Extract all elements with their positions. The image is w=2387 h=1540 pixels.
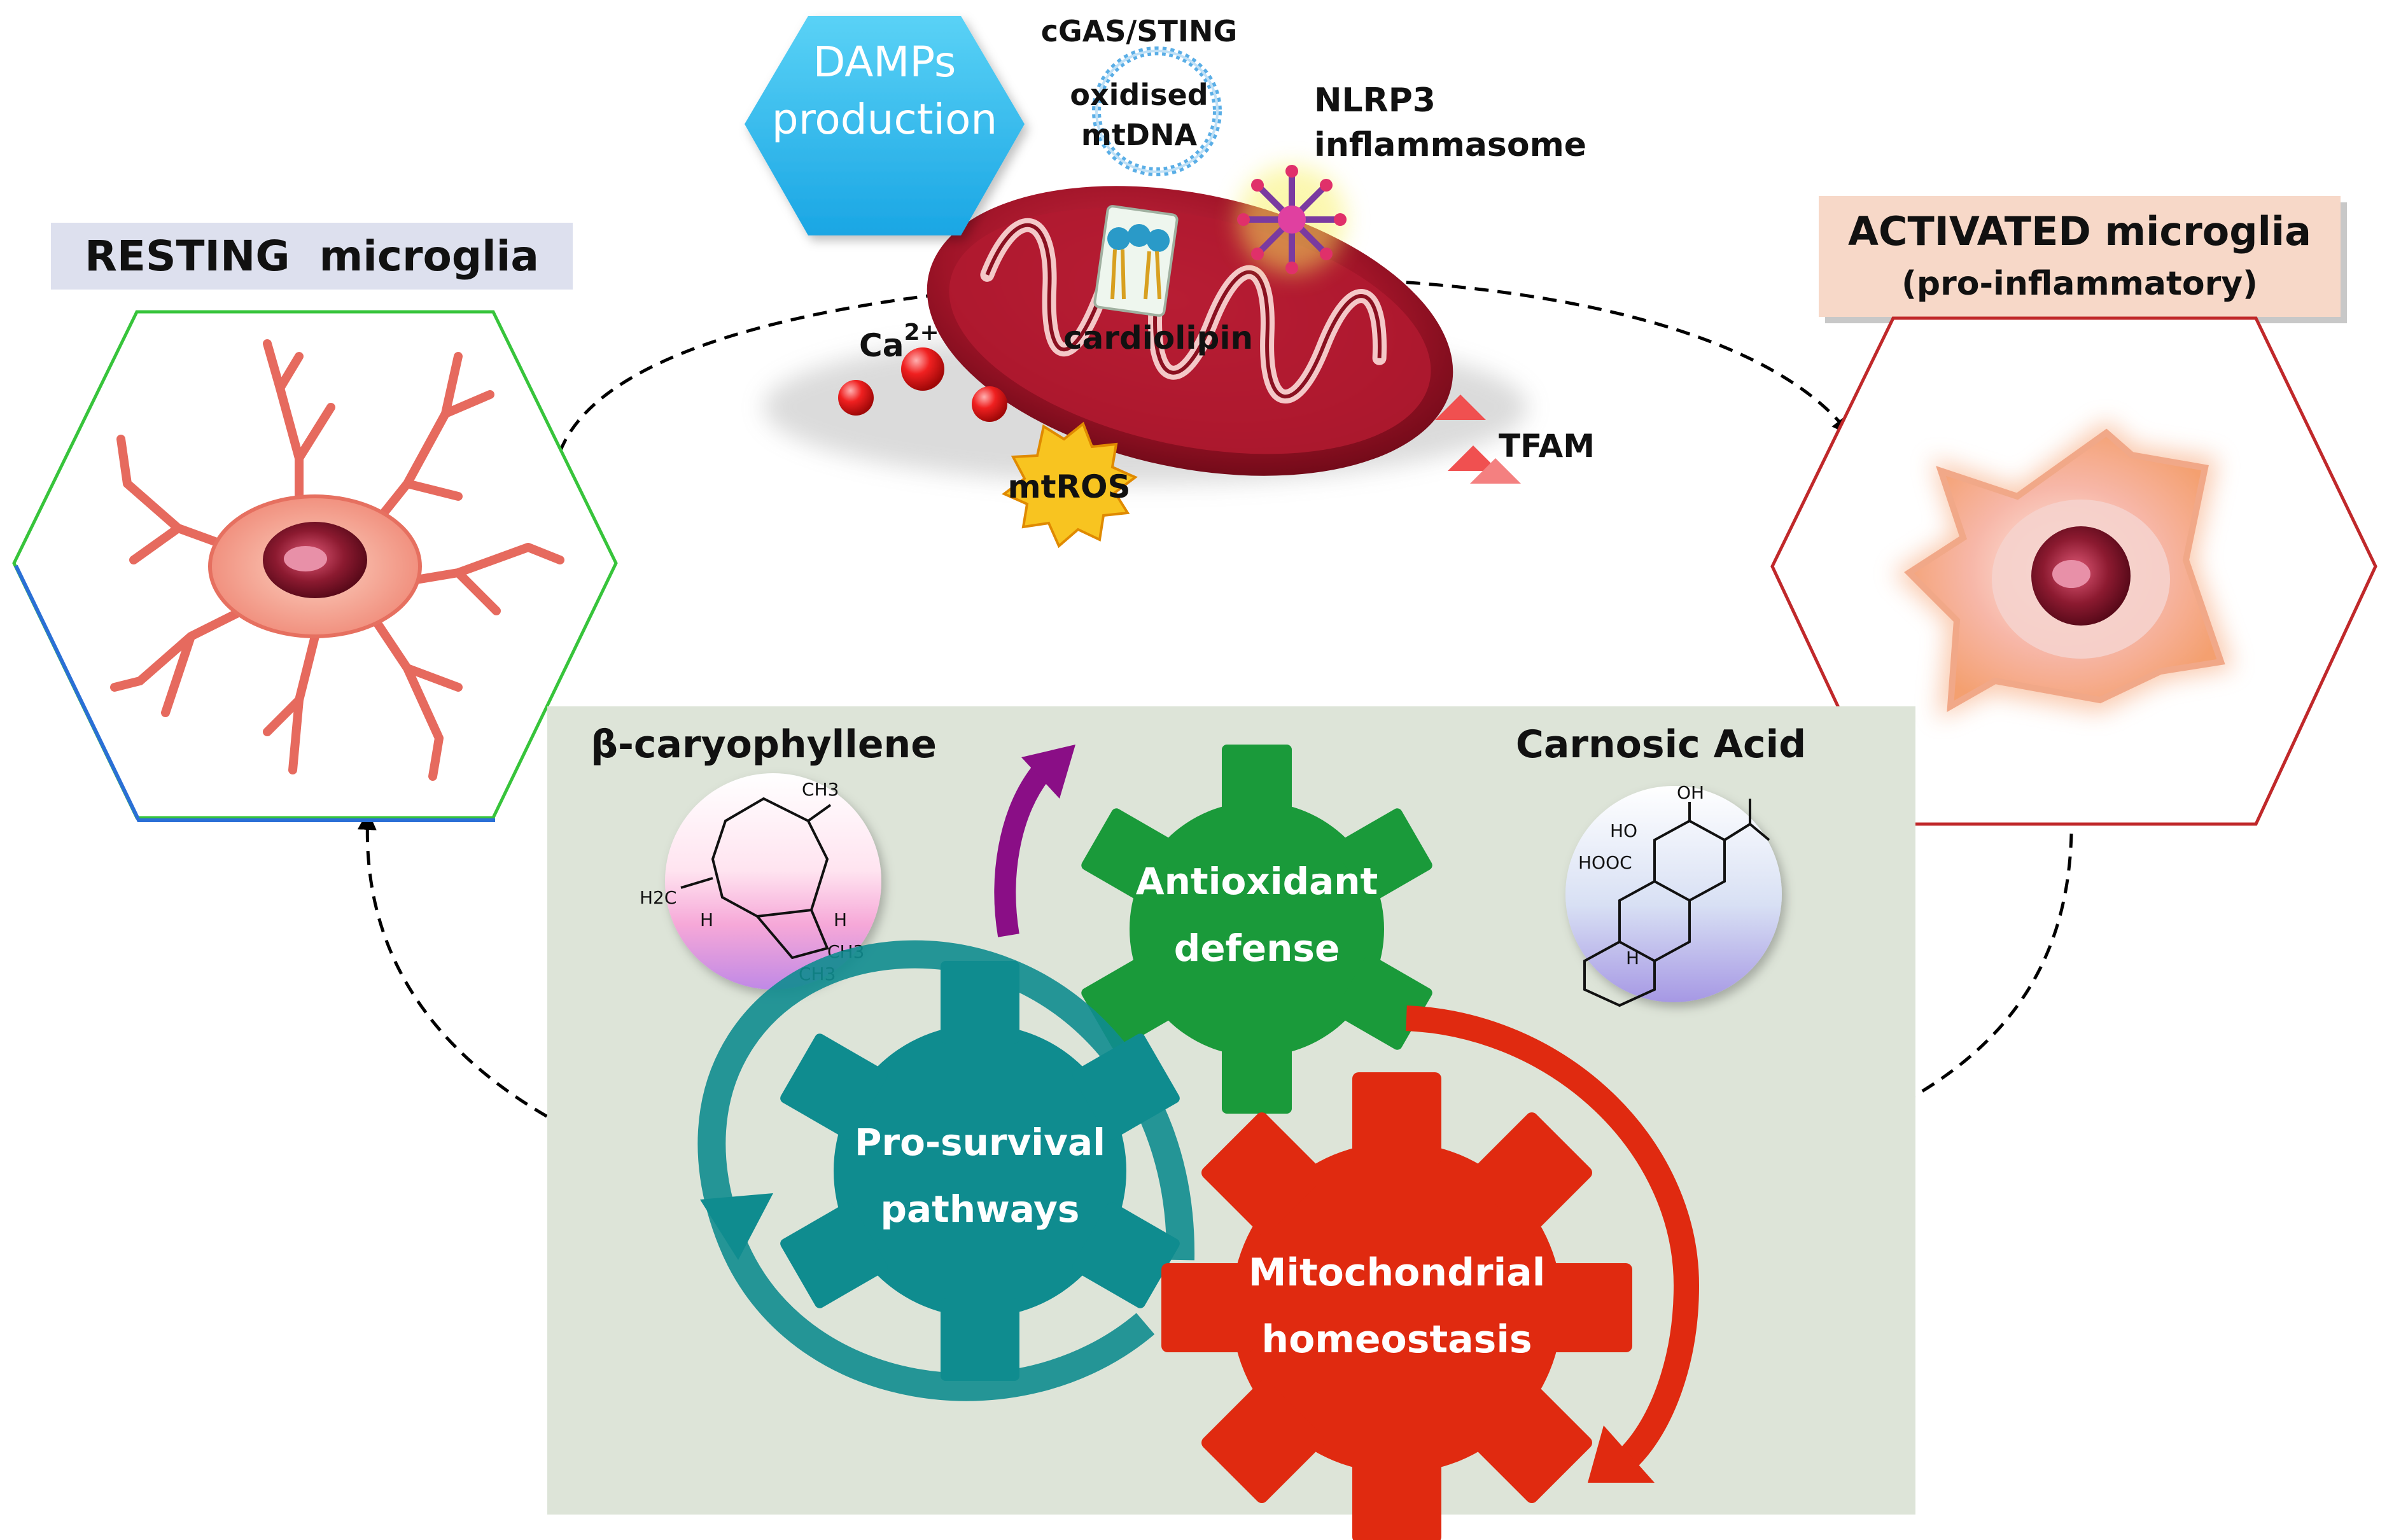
inflammasome-icon: [1237, 165, 1347, 274]
bcp-structure: [680, 797, 832, 960]
calcium-ion: [838, 380, 874, 416]
activated-label-box: [1819, 196, 2341, 317]
activated-sublabel: (pro-inflammatory): [1901, 265, 2258, 303]
damps-label-line2: production: [772, 95, 997, 144]
damps-hexagon: [745, 16, 1025, 235]
tfam-triangle-icon: [1435, 395, 1486, 420]
nlrp3-label-line1: NLRP3: [1314, 81, 1436, 120]
tfam-triangle-icon: [1448, 445, 1499, 471]
ca-sphere: [1565, 786, 1782, 1002]
gear-mito: [1161, 1072, 1632, 1540]
cardiolipin-box: [1093, 205, 1179, 317]
cardiolipin-label: cardiolipin: [1063, 319, 1253, 356]
ca-name: Carnosic Acid: [1516, 722, 1806, 767]
bcp-ch3-top: CH3: [802, 779, 839, 800]
purple-curved-arrow: [994, 766, 1049, 937]
bcp-h2c: H2C: [640, 887, 676, 908]
gear-mito-line2: homeostasis: [1261, 1317, 1532, 1362]
gear-antioxidant: [1081, 745, 1432, 1114]
purple-arrow-head: [1021, 745, 1075, 799]
gear-antioxidant-line2: defense: [1174, 927, 1340, 970]
gear-antioxidant-line1: Antioxidant: [1136, 860, 1378, 903]
resting-hexagon-shadow: [14, 564, 495, 822]
teal-arrow-head: [700, 1193, 773, 1260]
resting-nucleolus: [284, 546, 327, 571]
ca-h: H: [1626, 948, 1639, 969]
resting-microglia-cell: [110, 339, 564, 781]
red-arrow-head: [1588, 1425, 1655, 1483]
mtdna-label-line1: oxidised: [1070, 78, 1208, 112]
calcium-label: Ca2+: [859, 319, 939, 364]
calcium-ion: [901, 347, 944, 391]
tfam-label: TFAM: [1499, 428, 1595, 465]
gear-prosurvival-line1: Pro-survival: [855, 1121, 1105, 1164]
teal-circular-arrow: [697, 940, 1195, 1401]
ca-hooc: HOOC: [1578, 852, 1632, 873]
bcp-sphere: [665, 773, 881, 990]
activated-label: ACTIVATED microglia: [1848, 208, 2311, 255]
damps-label-line1: DAMPs: [813, 38, 956, 87]
mtros-starburst-icon: [1002, 421, 1138, 549]
cardiolipin-icon: [1107, 224, 1170, 300]
mtdna-label-line2: mtDNA: [1081, 118, 1198, 152]
mtros-label: mtROS: [1007, 468, 1130, 505]
activated-microglia-cell: [1893, 420, 2234, 719]
red-curved-arrow: [1406, 1005, 1700, 1467]
nlrp3-label-line2: inflammasome: [1314, 126, 1586, 164]
resting-label: RESTING microglia: [85, 232, 539, 281]
bcp-h-left: H: [700, 909, 713, 930]
ca-ho: HO: [1610, 820, 1637, 841]
gear-mito-line1: Mitochondrial: [1249, 1250, 1546, 1295]
ca-structure: [1583, 799, 1770, 1007]
calcium-ion: [972, 386, 1007, 422]
ca-oh-top: OH: [1677, 782, 1704, 803]
bcp-h-right: H: [834, 909, 847, 930]
cycle-arrow-left: [357, 811, 828, 1214]
mtdna-ring-inner: [1095, 50, 1219, 173]
resting-label-box: [51, 223, 573, 290]
gear-prosurvival-line2: pathways: [881, 1187, 1080, 1231]
bcp-name: β-caryophyllene: [591, 722, 937, 767]
gear-prosurvival: [780, 961, 1180, 1381]
cycle-arrow-top: [558, 275, 1851, 452]
tfam-triangle-icon: [1470, 458, 1521, 484]
cgas-sting-label: cGAS/STING: [1041, 14, 1237, 48]
